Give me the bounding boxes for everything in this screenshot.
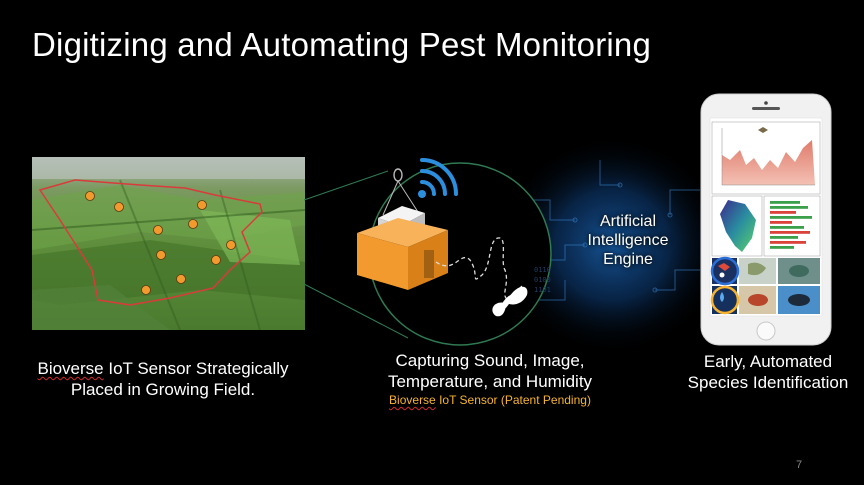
wifi-icon (418, 158, 458, 198)
ai-engine-label: Artificial Intelligence Engine (578, 212, 678, 269)
smartphone-icon (700, 93, 832, 346)
field-aerial-image (31, 157, 306, 331)
binary-text-1: 0110 (534, 266, 551, 274)
ai-engine-line-3: Engine (603, 251, 653, 268)
moth-icon (492, 285, 528, 317)
sensor-caption: Capturing Sound, Image, Temperature, and… (362, 350, 618, 408)
sensor-caption-sub: IoT Sensor (Patent Pending) (435, 393, 591, 407)
field-boundary-outline (38, 179, 263, 306)
ai-engine-line-1: Artificial (599, 213, 656, 230)
field-caption: Bioverse IoT Sensor Strategically Placed… (30, 358, 296, 400)
binary-text-3: 1101 (534, 286, 551, 294)
species-caption: Early, Automated Species Identification (680, 351, 856, 393)
field-caption-line1: IoT Sensor Strategically (103, 359, 289, 378)
slide-title: Digitizing and Automating Pest Monitorin… (32, 26, 652, 63)
binary-text-2: 0100 (534, 276, 551, 284)
sensor-caption-line2: Temperature, and Humidity (387, 372, 593, 391)
sensor-caption-line1: Capturing Sound, Image, (395, 351, 585, 370)
sensor-caption-sub-brand: Bioverse (389, 393, 436, 407)
sensor-location-markers (85, 191, 236, 295)
species-caption-line2: Species Identification (687, 373, 849, 392)
ai-engine-line-2: Intelligence (587, 232, 669, 249)
species-caption-line1: Early, Automated (703, 352, 833, 371)
page-number: 7 (796, 459, 803, 471)
field-caption-line2: Placed in Growing Field. (70, 380, 256, 399)
circuit-lines (520, 160, 700, 301)
field-caption-brand: Bioverse (37, 359, 104, 378)
sensor-box-icon (357, 168, 448, 290)
